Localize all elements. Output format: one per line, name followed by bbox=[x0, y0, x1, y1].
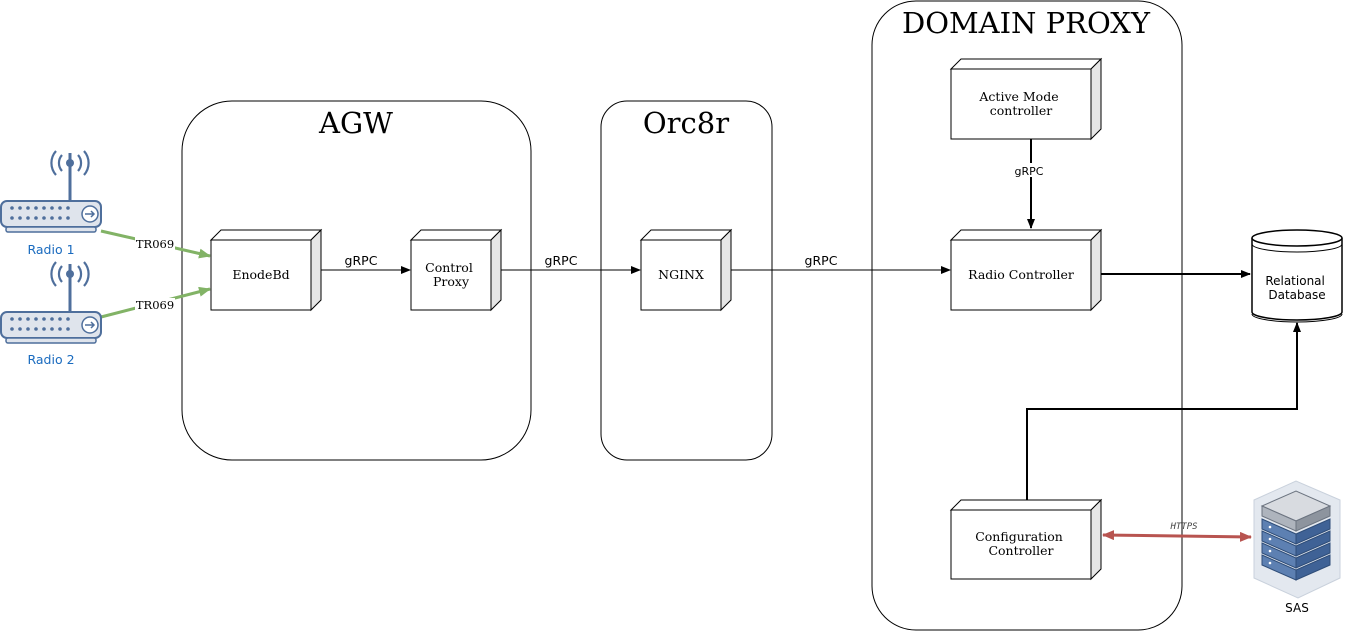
domain-proxy-container: DOMAIN PROXY bbox=[871, 0, 1183, 631]
edge-label: HTTPS bbox=[1169, 522, 1198, 532]
edge-label: TR069 bbox=[136, 298, 174, 312]
radio-controller-box[interactable]: Radio Controller bbox=[949, 228, 1103, 312]
edge-enodebd-to-control-proxy: gRPC bbox=[321, 253, 411, 274]
edge-https: HTTPS bbox=[1102, 522, 1252, 542]
relational-database[interactable]: Relational Database bbox=[1251, 229, 1343, 323]
radio-1-label: Radio 1 bbox=[27, 242, 74, 257]
configuration-controller-label: Configuration Controller bbox=[975, 529, 1067, 558]
database-label: Relational Database bbox=[1265, 274, 1328, 302]
sas-label: SAS bbox=[1285, 601, 1309, 615]
wireless-router-icon bbox=[0, 149, 103, 234]
radio-1[interactable]: Radio 1 bbox=[0, 149, 103, 257]
edge-label: gRPC bbox=[545, 253, 578, 268]
nginx-box[interactable]: NGINX bbox=[639, 228, 733, 312]
edge-label: TR069 bbox=[136, 237, 174, 251]
agw-container: AGW bbox=[181, 100, 532, 461]
server-rack-icon bbox=[1253, 480, 1341, 599]
configuration-controller-box[interactable]: Configuration Controller bbox=[949, 498, 1103, 581]
control-proxy-label: Control Proxy bbox=[425, 260, 477, 289]
orc8r-title: Orc8r bbox=[643, 106, 729, 140]
active-mode-controller-box[interactable]: Active Mode controller bbox=[949, 57, 1103, 141]
edge-radio1-tr069: TR069 bbox=[100, 229, 211, 259]
active-mode-controller-label: Active Mode controller bbox=[978, 89, 1062, 118]
sas-server[interactable]: SAS bbox=[1253, 480, 1341, 615]
edge-label: gRPC bbox=[1015, 165, 1044, 178]
edge-radio2-tr069: TR069 bbox=[100, 286, 211, 319]
wireless-router-icon bbox=[0, 260, 103, 345]
agw-title: AGW bbox=[318, 106, 393, 140]
edge-configuration-controller-to-database bbox=[1026, 322, 1301, 500]
edge-active-mode-to-radio-controller: gRPC bbox=[1011, 139, 1051, 229]
control-proxy-box[interactable]: Control Proxy bbox=[409, 228, 503, 312]
radio-2[interactable]: Radio 2 bbox=[0, 260, 103, 367]
edge-nginx-to-radio-controller: gRPC bbox=[731, 253, 951, 274]
nginx-label: NGINX bbox=[658, 267, 704, 282]
edge-label: gRPC bbox=[345, 253, 378, 268]
radio-controller-label: Radio Controller bbox=[968, 267, 1074, 282]
enodebd-box[interactable]: EnodeBd bbox=[209, 228, 323, 312]
domain-proxy-title: DOMAIN PROXY bbox=[902, 6, 1151, 40]
radio-2-label: Radio 2 bbox=[27, 352, 74, 367]
edge-label: gRPC bbox=[805, 253, 838, 268]
edge-control-proxy-to-nginx: gRPC bbox=[501, 253, 641, 274]
enodebd-label: EnodeBd bbox=[232, 267, 289, 282]
